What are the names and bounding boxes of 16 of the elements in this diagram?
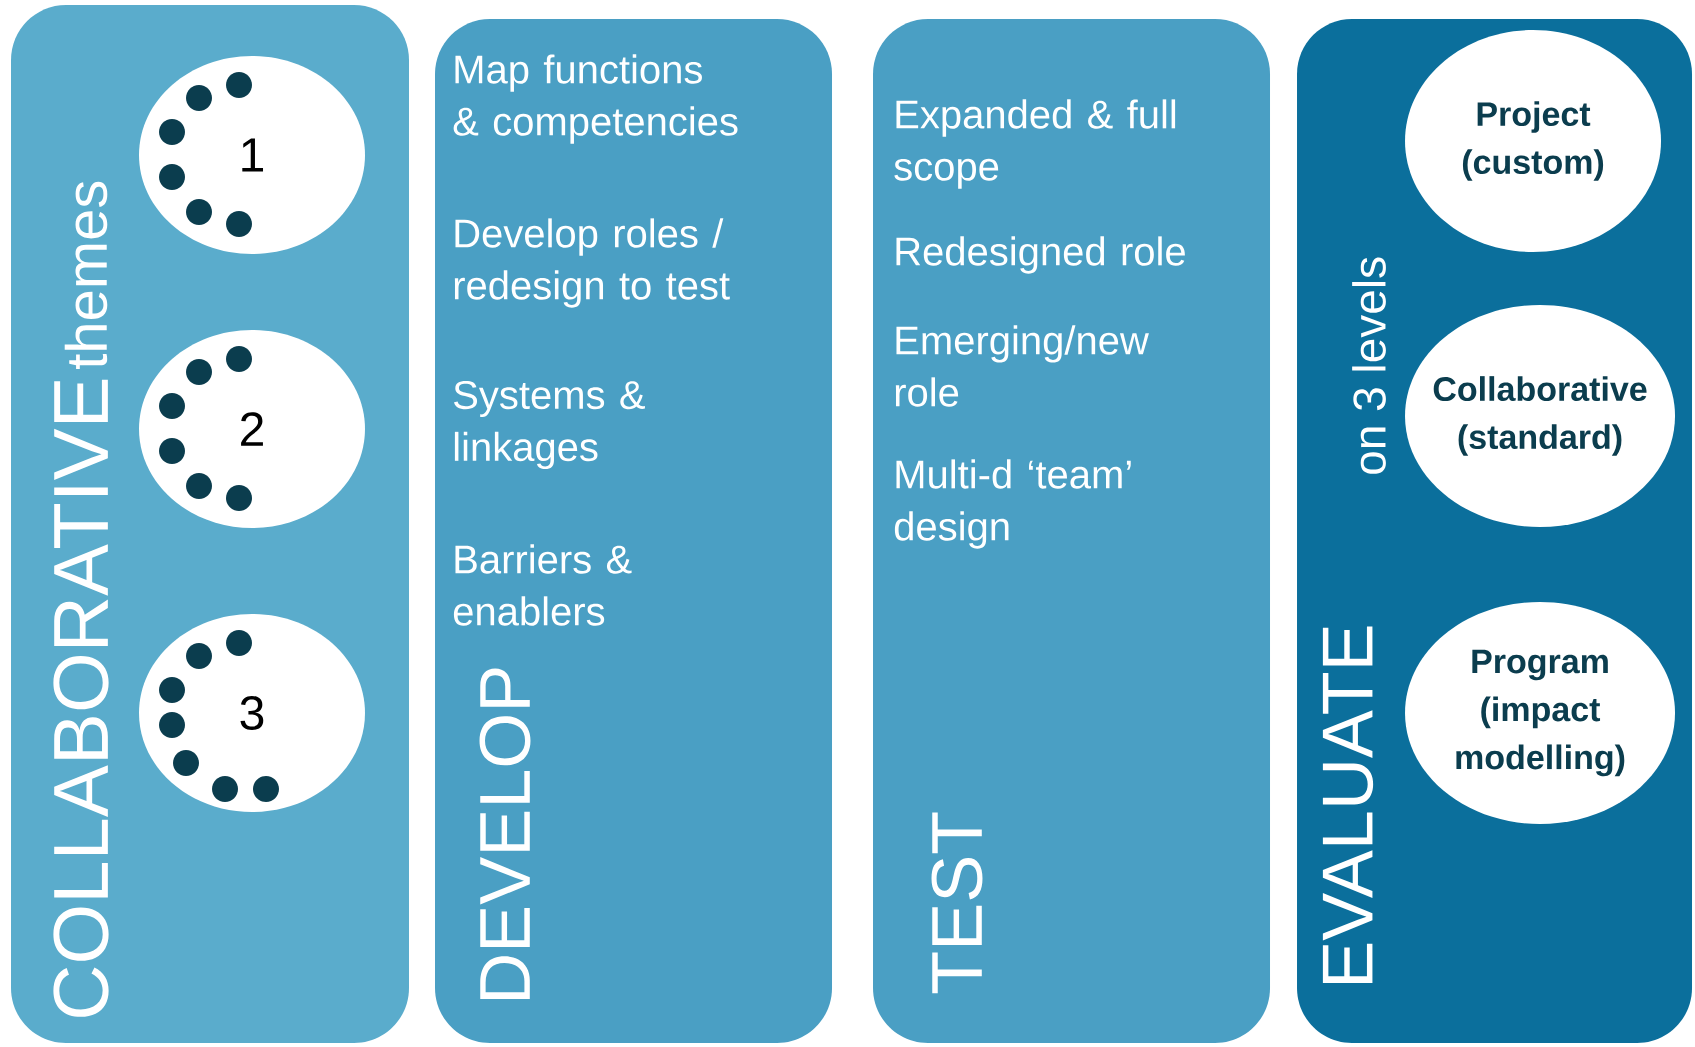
vertical-heading: COLLABORATIVE [53, 379, 109, 1017]
item-text: Barriers & enablers [453, 544, 632, 626]
vertical-heading: on 3 levels [1352, 257, 1386, 474]
vertical-heading: EVALUATE [1322, 626, 1374, 983]
column-panel [873, 19, 1270, 1043]
item-text: Multi-d ‘team’ design [894, 459, 1131, 549]
item-text: Systems & linkages [454, 380, 645, 470]
column-panel [435, 19, 832, 1043]
vertical-heading: themes [64, 181, 108, 369]
item-text: Map functions & competencies [453, 54, 738, 144]
item-text: Expanded & full scope [894, 99, 1176, 189]
item-text: Emerging/new role [895, 325, 1149, 407]
item-text: Redesigned role [896, 236, 1185, 274]
vertical-heading: DEVELOP [479, 668, 531, 999]
item-text: Develop roles / redesign to test [454, 218, 730, 308]
vertical-heading: TEST [931, 812, 983, 994]
